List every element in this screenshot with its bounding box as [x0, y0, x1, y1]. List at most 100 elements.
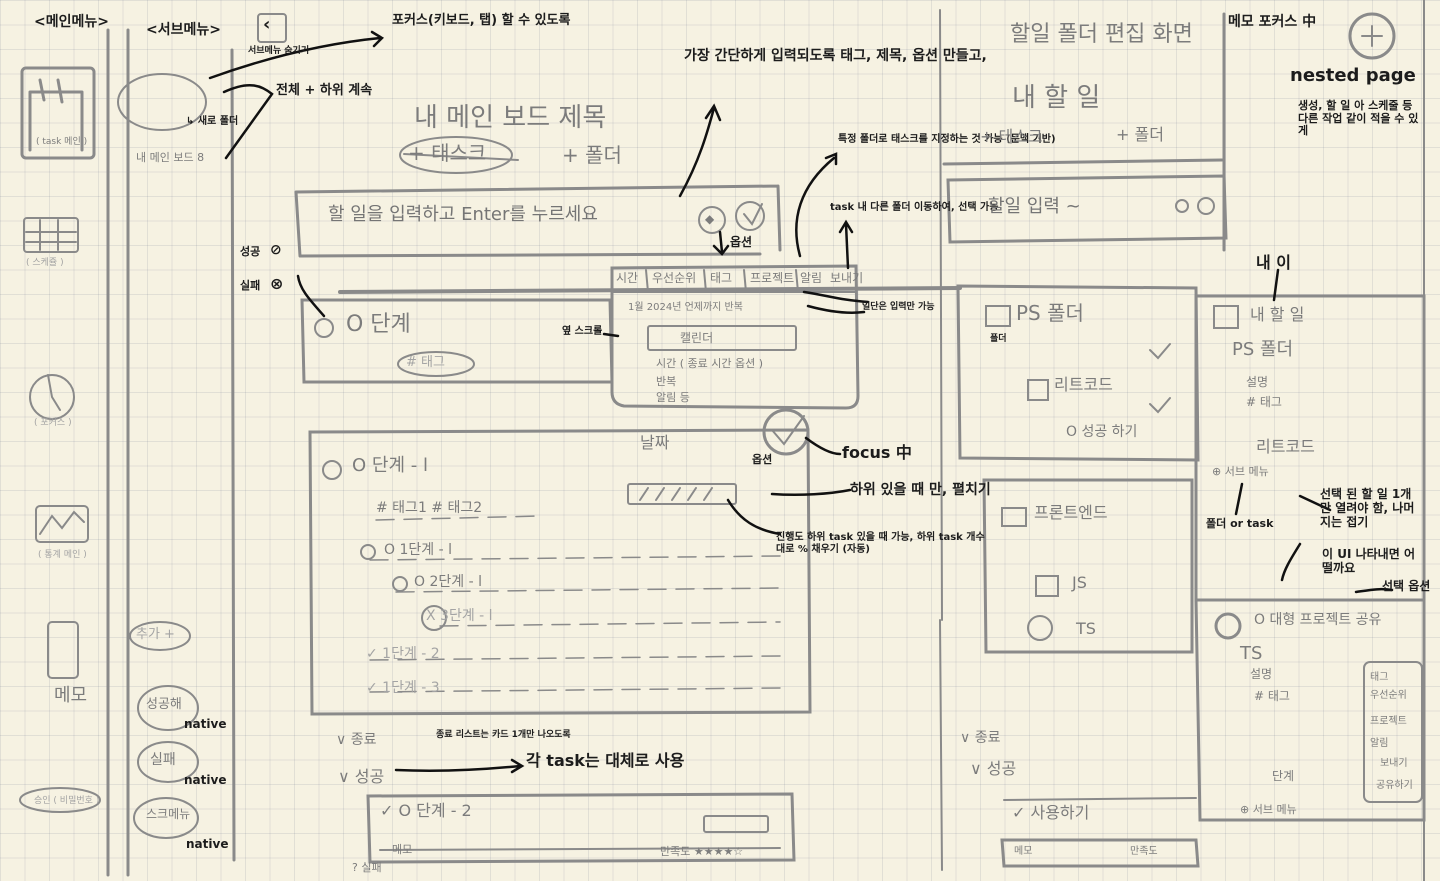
option-tab-tag[interactable]: 태그 [710, 271, 733, 285]
option-line-repeat: 반복 [656, 375, 677, 388]
right-done-success-toggle[interactable]: ∨ 성공 [970, 759, 1017, 778]
success-note: 성공 [240, 245, 261, 258]
sub-menu-label: <서브메뉴> [146, 22, 221, 38]
date-label: 날짜 [640, 433, 670, 452]
tag-icon[interactable]: ◆ [705, 212, 715, 226]
subtask-4[interactable]: ✓ 1단계 - 2 [366, 646, 440, 662]
focus-note: 포커스(키보드, 탭) 할 수 있도록 [392, 13, 571, 28]
done-success-toggle[interactable]: ∨ 성공 [338, 767, 385, 786]
panel-add-sub[interactable]: ⊕ 서브 메뉴 [1212, 465, 1269, 478]
right-task-input[interactable] [986, 196, 1170, 219]
option-date-row[interactable]: 1월 2024년 언제까지 반복 [628, 302, 743, 313]
right-tab-task[interactable]: + 테스크 [980, 127, 1043, 146]
bottom-card-steps: 단계 [1272, 769, 1295, 783]
opt-tag[interactable]: 태그 [1370, 672, 1389, 683]
big-card-title[interactable]: O 단계 - l [352, 455, 428, 476]
inherit-note: 전체 + 하위 계속 [276, 83, 373, 98]
done-card-title[interactable]: ✓ O 단계 - 2 [380, 801, 472, 820]
right-done-memo: 메모 [1014, 846, 1033, 857]
option-tab-send[interactable]: 보내기 [830, 271, 864, 285]
opt-project[interactable]: 프로젝트 [1370, 716, 1407, 727]
native-label-2: native [184, 773, 227, 787]
tab-add-task[interactable]: + 태스크 [408, 141, 487, 165]
my-tasks-heading: 내 할 일 [1012, 83, 1101, 113]
my-label: 내 이 [1256, 253, 1292, 272]
folder-caption: 폴더 [990, 334, 1007, 344]
each-task-note: 각 task는 대체로 사용 [526, 751, 685, 770]
panel-desc: 설명 [1246, 375, 1269, 389]
folder-edit-title: 할일 폴더 편집 화면 [1010, 22, 1193, 47]
settings-caption: 승인 ( 비밀번호 ) [34, 796, 100, 806]
option-tab-priority[interactable]: 우선순위 [652, 271, 697, 285]
task-input[interactable] [326, 204, 690, 227]
option-tab-alarm[interactable]: 알림 [800, 271, 823, 285]
done-section-toggle[interactable]: ∨ 종료 [336, 732, 377, 748]
done-list-note: 종료 리스트는 카드 1개만 나오도록 [436, 730, 571, 740]
success-menu-item[interactable]: 성공해 [146, 697, 182, 712]
option-line-alarm: 알림 등 [656, 391, 690, 404]
hide-sub-menu-note: 서브메뉴 숨기기 [248, 46, 310, 56]
folder-js[interactable]: JS [1072, 573, 1087, 592]
folder-assign-note: 특정 폴더로 태스크를 지정하는 것 가능 (문맥 기반) [838, 134, 1056, 145]
option-button[interactable]: 옵션 [730, 235, 753, 249]
bottom-card-ts[interactable]: TS [1240, 643, 1263, 664]
my-main-board-note: 내 메인 보드 8 [136, 151, 205, 164]
fail-menu-item[interactable]: 실패 [150, 752, 176, 768]
step-card-title[interactable]: O 단계 [346, 312, 411, 337]
right-done-card-title[interactable]: ✓ 사용하기 [1012, 803, 1090, 822]
step-card-tag[interactable]: # 태그 [406, 355, 445, 370]
x-circle-icon: ⊗ [270, 274, 284, 293]
fail-section-toggle[interactable]: ? 실패 [352, 861, 382, 874]
quit-menu-item[interactable]: 스크메뉴 [146, 807, 191, 821]
subtask-2[interactable]: O 2단계 - l [414, 574, 482, 590]
folder-frontend[interactable]: 프론트엔드 [1034, 503, 1108, 522]
opt-priority[interactable]: 우선순위 [1370, 690, 1407, 701]
opt-share[interactable]: 공유하기 [1376, 780, 1413, 791]
folder-leetcode[interactable]: 리트코드 [1054, 375, 1113, 394]
panel-my-task[interactable]: 내 할 일 [1250, 305, 1305, 324]
focus-caption: ( 포커스 ) [34, 418, 72, 428]
new-folder-note: ↳ 새로 폴더 [186, 116, 239, 127]
panel-tag: # 태그 [1246, 395, 1282, 409]
task-folder-move-note: task 내 다른 폴더 이동하여, 선택 가능 [830, 202, 999, 213]
check-circle-icon: ⊘ [270, 242, 282, 258]
panel-ps-folder[interactable]: PS 폴더 [1232, 339, 1294, 360]
native-label-1: native [184, 717, 227, 731]
panel-leetcode[interactable]: 리트코드 [1256, 437, 1315, 456]
focus-state-label: focus 中 [842, 443, 912, 462]
chevron-left-icon[interactable]: ‹ [263, 14, 271, 35]
task-success[interactable]: O 성공 하기 [1066, 424, 1138, 440]
bottom-card-title[interactable]: O 대형 프로젝트 공유 [1254, 612, 1382, 628]
side-scroll-note: 옆 스크롤 [562, 326, 603, 337]
folder-ps[interactable]: PS 폴더 [1016, 301, 1084, 325]
memo-menu-item[interactable]: 메모 [54, 685, 88, 706]
right-done-satisfaction: 만족도 [1130, 846, 1158, 857]
done-card-satisfaction: 만족도 ★★★★☆ [660, 845, 744, 858]
option-input-note: 일단은 입력만 가능 [862, 302, 935, 312]
fail-note: 실패 [240, 279, 261, 292]
native-label-3: native [186, 837, 229, 851]
expand-note: 하위 있을 때 만, 펼치기 [850, 482, 991, 498]
right-tab-folder[interactable]: + 폴더 [1116, 125, 1164, 144]
add-menu-button[interactable]: 추가 + [136, 627, 175, 642]
tab-add-folder[interactable]: + 폴더 [562, 143, 622, 167]
schedule-caption: ( 스케쥴 ) [26, 258, 64, 268]
right-done-toggle[interactable]: ∨ 종료 [960, 730, 1001, 746]
subtask-3[interactable]: X 3단계 - l [426, 608, 493, 624]
main-board-title: 내 메인 보드 제목 [414, 103, 607, 133]
subtask-5[interactable]: ✓ 1단계 - 3 [366, 680, 440, 696]
progress-note: 진행도 하위 task 있을 때 가능, 하위 task 개수 대로 % 채우기… [776, 532, 985, 555]
option-tab-time[interactable]: 시간 [616, 271, 639, 285]
opt-alarm[interactable]: 알림 [1370, 738, 1389, 749]
folder-ts[interactable]: TS [1076, 619, 1096, 638]
big-card-tags[interactable]: # 태그1 # 태그2 [376, 500, 483, 516]
stats-caption: ( 통계 메인 ) [38, 550, 87, 560]
options-label: 선택 옵션 [1382, 579, 1431, 593]
bottom-card-add-sub[interactable]: ⊕ 서브 메뉴 [1240, 803, 1297, 816]
subtask-1[interactable]: O 1단계 - l [384, 542, 452, 558]
simple-input-note: 가장 간단하게 입력되도록 태그, 제목, 옵션 만들고, [684, 48, 987, 64]
opt-send[interactable]: 보내기 [1380, 758, 1408, 769]
calendar-button[interactable]: 캘린더 [680, 331, 714, 345]
option-tab-project[interactable]: 프로젝트 [750, 271, 795, 285]
